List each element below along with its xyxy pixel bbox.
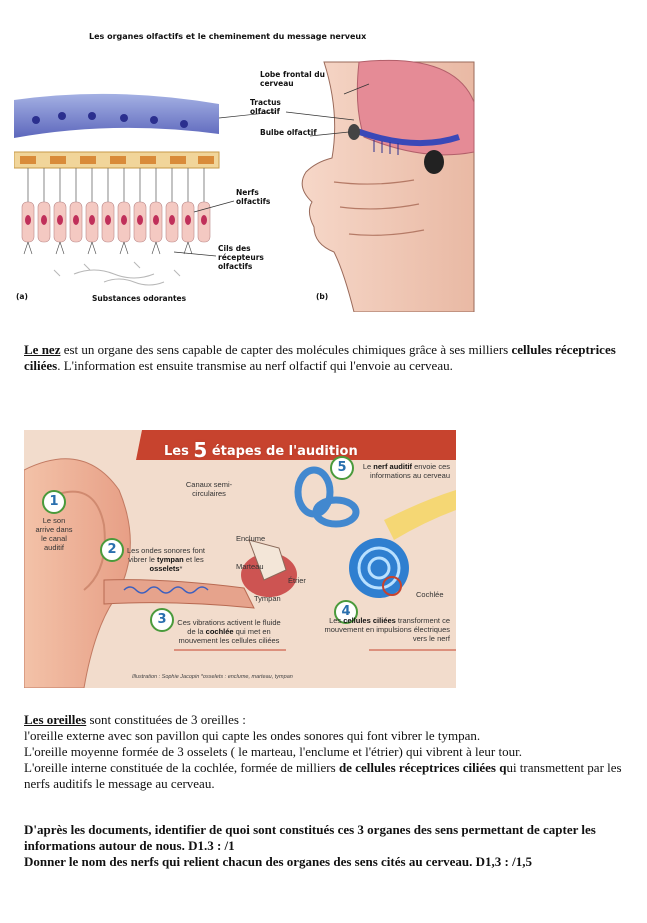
ears-intro: sont constituées de 3 oreilles : bbox=[86, 712, 246, 727]
olfaction-figure: Les organes olfactifs et le cheminement … bbox=[14, 12, 484, 312]
label-enclume: Enclume bbox=[236, 534, 266, 543]
nose-bold: cellules réceptrices ciliées bbox=[24, 342, 616, 373]
panel-label-b: (b) bbox=[316, 292, 329, 301]
step-1-text: Le son arrive dans le canal auditif bbox=[35, 516, 73, 552]
hearing-figure: Les 5 étapes de l'audition 1 Le son arri… bbox=[24, 430, 456, 688]
head-section bbox=[301, 59, 475, 312]
step-5-number: 5 bbox=[330, 456, 354, 480]
label-tympan: Tympan bbox=[254, 594, 281, 603]
auditory-nerve bbox=[384, 490, 456, 540]
label-substances-odorantes: Substances odorantes bbox=[92, 294, 187, 303]
olfaction-illustration bbox=[14, 59, 475, 312]
label-lobe-frontal: Lobe frontal du cerveau bbox=[260, 70, 325, 88]
label-marteau: Marteau bbox=[236, 562, 264, 571]
question-2: Donner le nom des nerfs qui relient chac… bbox=[24, 854, 532, 869]
semicircular-canals bbox=[294, 466, 360, 528]
title-pre: Les bbox=[164, 444, 194, 459]
hearing-figure-title: Les 5 étapes de l'audition bbox=[164, 438, 358, 462]
step-5-text: Le nerf auditif envoie ces informations … bbox=[362, 462, 450, 480]
panel-label-a: (a) bbox=[16, 292, 28, 301]
ears-line-3: L'oreille interne constituée de la cochl… bbox=[24, 760, 622, 791]
title-post: étapes de l'audition bbox=[207, 444, 358, 459]
label-etrier: Étrier bbox=[288, 576, 306, 585]
receptor-cells bbox=[21, 201, 211, 243]
title-number: 5 bbox=[193, 438, 208, 462]
step-3-number: 3 bbox=[150, 608, 174, 632]
label-tractus-olfactif: Tractus olfactif bbox=[250, 98, 281, 116]
olfaction-figure-title: Les organes olfactifs et le cheminement … bbox=[89, 32, 367, 41]
nose-paragraph: Le nez est un organe des sens capable de… bbox=[24, 342, 634, 374]
illustration-credit: Illustration : Sophie Jacopin *osselets … bbox=[132, 674, 293, 680]
step-2-text: Les ondes sonores font vibrer le tympan … bbox=[127, 546, 205, 573]
nose-text-1: est un organe des sens capable de capter… bbox=[60, 342, 512, 357]
step-3-text: Ces vibrations activent le fluide de la … bbox=[177, 618, 281, 645]
ears-paragraph: Les oreilles sont constituées de 3 oreil… bbox=[24, 712, 634, 792]
step-1-number: 1 bbox=[42, 490, 66, 514]
questions-block: D'après les documents, identifier de quo… bbox=[24, 822, 639, 870]
mitral-cells bbox=[32, 112, 188, 128]
nose-subject: Le nez bbox=[24, 342, 61, 357]
label-bulbe-olfactif: Bulbe olfactif bbox=[260, 128, 317, 137]
label-cochlee: Cochlée bbox=[416, 590, 444, 599]
label-cils-recepteurs: Cils des récepteurs olfactifs bbox=[218, 244, 264, 271]
step-4-number: 4 bbox=[334, 600, 358, 624]
nose-text-2: . L'information est ensuite transmise au… bbox=[57, 358, 453, 373]
step-4-text: Les cellules ciliées transforment ce mou… bbox=[324, 616, 450, 643]
ears-line-2: L'oreille moyenne formée de 3 osselets (… bbox=[24, 744, 522, 759]
ear-illustration bbox=[24, 430, 456, 688]
label-canaux: Canaux semi-circulaires bbox=[185, 480, 233, 498]
ears-subject: Les oreilles bbox=[24, 712, 87, 727]
cilia bbox=[23, 241, 193, 255]
step-2-number: 2 bbox=[100, 538, 124, 562]
label-nerfs-olfactifs: Nerfs olfactifs bbox=[236, 188, 271, 206]
odorant-molecules bbox=[53, 261, 181, 286]
question-1: D'après les documents, identifier de quo… bbox=[24, 822, 596, 853]
ears-line-1: l'oreille externe avec son pavillon qui … bbox=[24, 728, 481, 743]
